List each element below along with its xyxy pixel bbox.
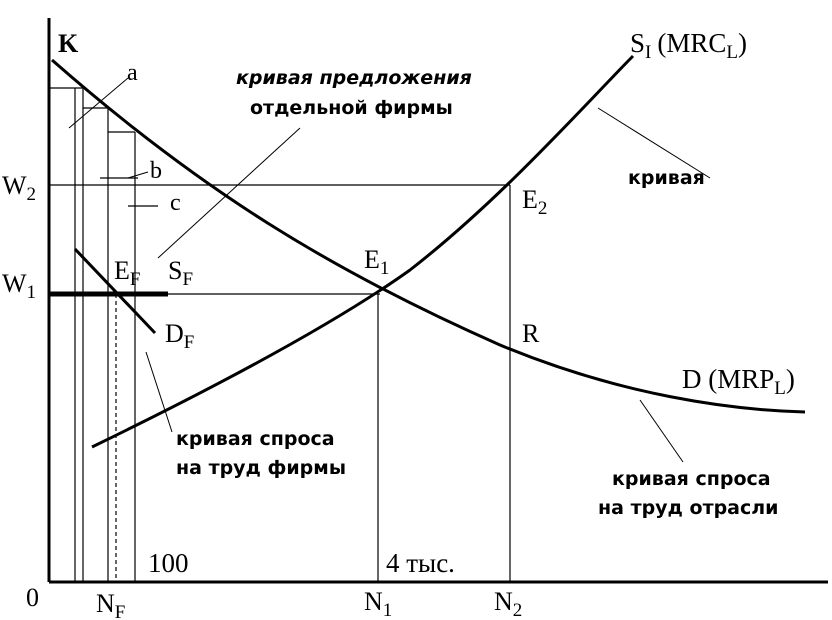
supply-firm-label: SF	[168, 256, 193, 290]
supply-industry-label: SI(MRCL)	[630, 28, 747, 63]
x-tick-nf: NF	[96, 589, 125, 620]
point-b-label: b	[150, 158, 162, 184]
industry-demand-curve	[51, 58, 806, 414]
qty-4k-label: 4 тыс.	[386, 548, 455, 578]
firm-supply-caption-line2: отдельной фирмы	[250, 97, 453, 119]
leader-firm-supply	[157, 127, 301, 259]
leader-industry-supply	[597, 107, 711, 179]
point-c-label: c	[170, 190, 181, 216]
firm-demand-curve	[73, 247, 157, 335]
demand-industry-label: D (MRPL)	[682, 364, 795, 399]
industry-demand-caption-line2: на труд отрасли	[598, 497, 779, 519]
leader-industry-demand	[639, 399, 684, 463]
point-e2-label: E2	[522, 185, 547, 219]
firm-supply-caption-line1: кривая предложения	[236, 67, 472, 89]
x-tick-n1: N1	[364, 587, 392, 620]
leader-b	[127, 171, 149, 179]
leader-firm-demand	[145, 351, 173, 433]
demand-firm-label: DF	[165, 319, 194, 353]
firm-demand-caption-line2: на труд фирмы	[176, 457, 346, 479]
point-ef-label: EF	[114, 256, 140, 290]
industry-supply-caption: кривая	[628, 167, 705, 189]
origin-label: 0	[26, 583, 39, 612]
qty-100-label: 100	[148, 548, 189, 578]
y-tick-w2: W2	[2, 171, 36, 205]
point-k-label: K	[58, 29, 79, 58]
firm-demand-caption-line1: кривая спроса	[176, 428, 335, 450]
x-tick-n2: N2	[494, 587, 522, 620]
industry-supply-curve	[91, 54, 635, 449]
point-e1-label: E1	[364, 245, 389, 279]
industry-demand-caption-line1: кривая спроса	[612, 468, 771, 490]
point-r-label: R	[522, 319, 540, 348]
y-tick-w1: W1	[2, 269, 36, 303]
leader-a	[68, 77, 129, 129]
point-a-label: a	[127, 60, 138, 86]
demand-steps	[49, 87, 158, 582]
